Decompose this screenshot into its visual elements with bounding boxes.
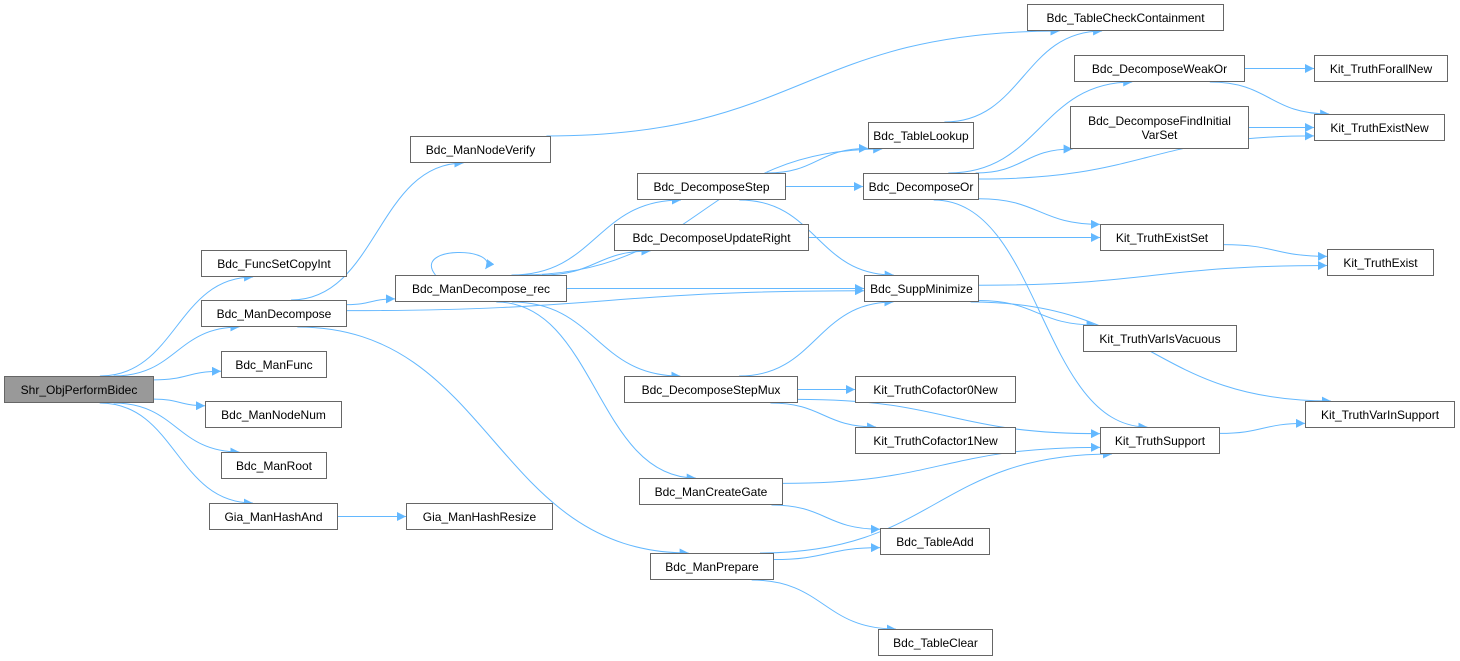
edge-decor-to-support: [933, 199, 1148, 432]
edge-decor-to-decfindinit: [975, 144, 1073, 174]
node-varisvac[interactable]: Kit_TruthVarIsVacuous: [1083, 325, 1237, 352]
node-giahashresize[interactable]: Gia_ManHashResize: [406, 503, 553, 530]
edge-decor-to-existset: [978, 198, 1101, 229]
edge-root-to-mandecompose: [113, 322, 240, 377]
node-suppmin[interactable]: Bdc_SuppMinimize: [864, 275, 979, 302]
node-existset[interactable]: Kit_TruthExistSet: [1100, 224, 1224, 251]
node-decfindinit[interactable]: Bdc_DecomposeFindInitial VarSet: [1070, 106, 1249, 149]
edge-manprepare-to-support: [759, 449, 1113, 554]
node-tablecheck[interactable]: Bdc_TableCheckContainment: [1027, 4, 1224, 31]
edge-mandecompose-to-mannodeverify: [290, 158, 464, 301]
node-mannodeverify[interactable]: Bdc_ManNodeVerify: [410, 136, 551, 163]
node-tableadd[interactable]: Bdc_TableAdd: [880, 528, 990, 555]
edge-mandecompose-to-manprepare: [297, 326, 689, 558]
node-forallnew[interactable]: Kit_TruthForallNew: [1314, 55, 1448, 82]
edge-root-to-mannodenum: [153, 398, 206, 411]
edge-root-to-manroot: [113, 402, 240, 457]
edge-decor-to-existnew: [978, 131, 1315, 180]
node-support[interactable]: Kit_TruthSupport: [1100, 427, 1220, 454]
node-manroot[interactable]: Bdc_ManRoot: [221, 452, 327, 479]
node-varinsupport[interactable]: Kit_TruthVarInSupport: [1305, 401, 1455, 428]
node-mancreategate[interactable]: Bdc_ManCreateGate: [639, 478, 783, 505]
edge-manprepare-to-tableadd: [773, 543, 881, 561]
node-mannodenum[interactable]: Bdc_ManNodeNum: [205, 401, 342, 428]
node-manprepare[interactable]: Bdc_ManPrepare: [650, 553, 774, 580]
edge-existset-to-exist: [1223, 244, 1328, 261]
edge-root-to-funcsetcopy: [99, 272, 254, 377]
node-cof1[interactable]: Kit_TruthCofactor1New: [855, 427, 1016, 454]
edge-mandecrec-to-decstepmux: [511, 301, 681, 381]
node-tablelookup[interactable]: Bdc_TableLookup: [868, 122, 974, 149]
edge-decweakor-to-existnew: [1209, 81, 1330, 119]
node-exist[interactable]: Kit_TruthExist: [1327, 249, 1434, 276]
node-decweakor[interactable]: Bdc_DecomposeWeakOr: [1074, 55, 1245, 82]
node-existnew[interactable]: Kit_TruthExistNew: [1314, 114, 1445, 141]
edge-mancreategate-to-tableadd: [771, 504, 881, 534]
edge-mandecrec-to-decupdright: [542, 246, 651, 276]
node-decor[interactable]: Bdc_DecomposeOr: [863, 173, 979, 200]
edge-suppmin-to-exist: [978, 261, 1328, 286]
edge-mandecrec-to-tablelookup: [519, 144, 883, 276]
edge-mandecrec-to-mancreategate: [496, 301, 696, 483]
edge-root-to-giahashand: [99, 402, 253, 508]
node-decstepmux[interactable]: Bdc_DecomposeStepMux: [624, 376, 798, 403]
edge-manprepare-to-tableclear: [751, 579, 896, 634]
edge-mandecrec-to-decstep: [511, 195, 681, 276]
edge-tablelookup-to-tablecheck: [944, 26, 1103, 123]
node-funcsetcopy[interactable]: Bdc_FuncSetCopyInt: [201, 250, 347, 277]
edge-suppmin-to-varisvac: [978, 300, 1096, 330]
edge-root-to-manfunc: [153, 366, 222, 381]
edge-mandecompose-to-mandecrec: [346, 294, 396, 306]
edge-decstepmux-to-suppmin: [739, 297, 894, 377]
node-cof0[interactable]: Kit_TruthCofactor0New: [855, 376, 1016, 403]
edge-decstepmux-to-support: [797, 398, 1101, 439]
node-root: Shr_ObjPerformBidec: [4, 376, 154, 403]
node-tableclear[interactable]: Bdc_TableClear: [878, 629, 993, 656]
edge-mandecompose-to-suppmin: [346, 286, 865, 312]
edge-support-to-varinsupport: [1219, 418, 1306, 434]
edge-decor-to-decweakor: [948, 77, 1133, 174]
edge-mandecrec-to-mandecrec: [431, 251, 495, 276]
node-decstep[interactable]: Bdc_DecomposeStep: [637, 173, 786, 200]
edge-decstep-to-tablelookup: [766, 143, 869, 174]
edge-mannodeverify-to-tablecheck: [546, 26, 1060, 137]
edge-decstepmux-to-cof1: [770, 402, 877, 432]
node-mandecompose[interactable]: Bdc_ManDecompose: [201, 300, 347, 327]
edge-mancreategate-to-support: [782, 442, 1101, 484]
node-manfunc[interactable]: Bdc_ManFunc: [221, 351, 327, 378]
node-mandecrec[interactable]: Bdc_ManDecompose_rec: [395, 275, 567, 302]
node-giahashand[interactable]: Gia_ManHashAnd: [209, 503, 338, 530]
node-decupdright[interactable]: Bdc_DecomposeUpdateRight: [614, 224, 809, 251]
